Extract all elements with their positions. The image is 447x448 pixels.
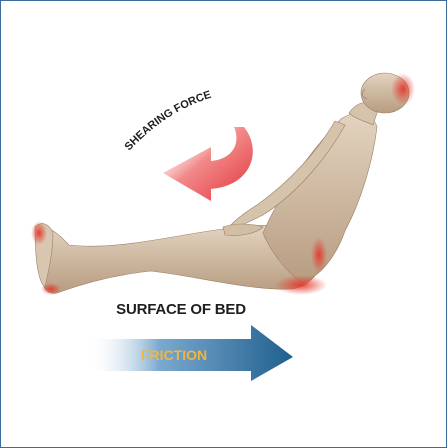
surface-of-bed-label: SURFACE OF BED	[1, 301, 361, 318]
shearing-force-label: SHEARING FORCE	[123, 89, 213, 153]
shearing-force-text: SHEARING FORCE	[123, 89, 213, 153]
friction-label: FRICTION	[141, 347, 207, 363]
shearing-force-arrow	[163, 127, 253, 201]
